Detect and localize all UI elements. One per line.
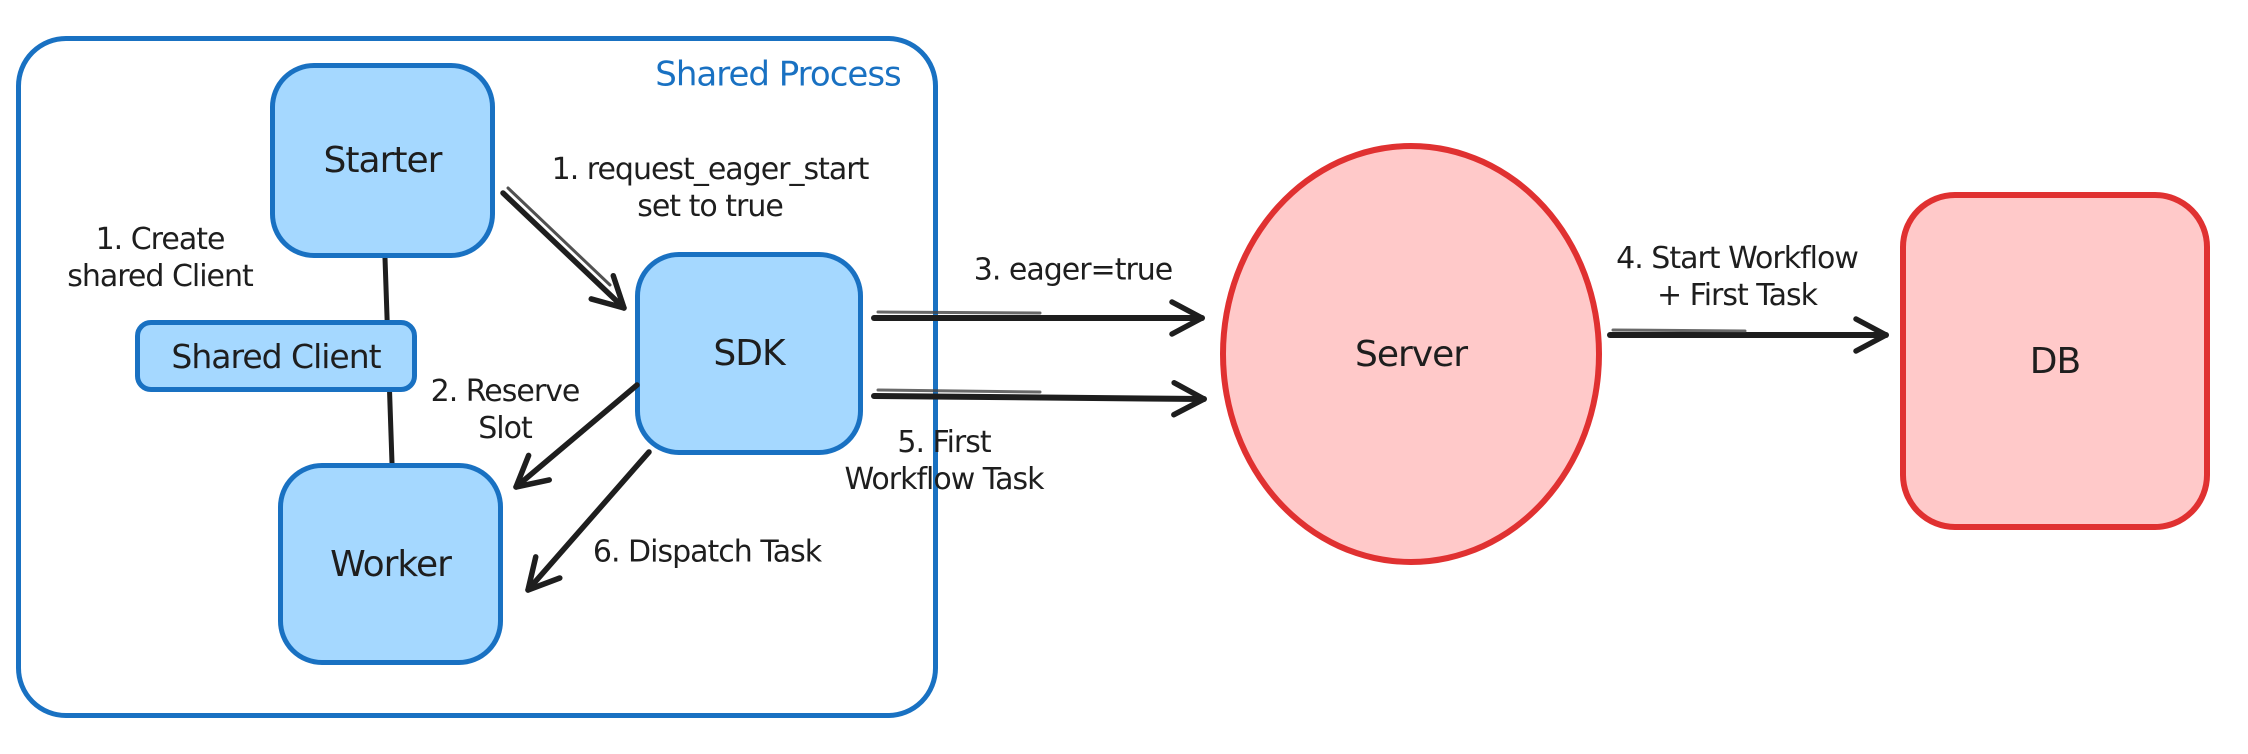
annotation-create-shared-client-line2: shared Client — [67, 259, 254, 294]
db-label: DB — [2029, 340, 2081, 382]
shared-process-label: Shared Process — [655, 54, 901, 95]
arrow-server-db-sketch-stroke — [1611, 328, 1747, 333]
annotation-create-shared-client: 1. Create shared Client — [67, 221, 254, 295]
shared-client-label: Shared Client — [171, 336, 381, 376]
annotation-first-workflow-task-line2: Workflow Task — [844, 462, 1044, 497]
sdk-node: SDK — [635, 252, 863, 455]
annotation-request-eager-start-line1: 1. request_eager_start — [551, 152, 870, 187]
annotation-eager-true: 3. eager=true — [973, 252, 1174, 288]
annotation-reserve-slot-line1: 2. Reserve — [430, 374, 581, 409]
annotation-reserve-slot-line2: Slot — [478, 411, 532, 446]
annotation-first-workflow-task-line1: 5. First — [897, 425, 991, 460]
db-node: DB — [1900, 192, 2210, 530]
annotation-reserve-slot: 2. Reserve Slot — [430, 373, 581, 447]
shared-process-container — [16, 36, 938, 718]
server-label: Server — [1354, 333, 1468, 375]
server-node: Server — [1220, 143, 1602, 565]
annotation-request-eager-start-line2: set to true — [637, 189, 784, 224]
annotation-start-workflow: 4. Start Workflow + First Task — [1616, 240, 1859, 314]
starter-node: Starter — [270, 63, 495, 258]
annotation-start-workflow-line1: 4. Start Workflow — [1616, 241, 1859, 276]
annotation-start-workflow-line2: + First Task — [1656, 278, 1818, 313]
annotation-create-shared-client-line1: 1. Create — [95, 222, 226, 257]
annotation-first-workflow-task: 5. First Workflow Task — [844, 424, 1044, 498]
sdk-label: SDK — [713, 333, 785, 374]
annotation-dispatch-task: 6. Dispatch Task — [592, 534, 822, 570]
annotation-request-eager-start: 1. request_eager_start set to true — [551, 151, 870, 225]
shared-client-node: Shared Client — [135, 320, 417, 392]
starter-label: Starter — [323, 140, 443, 181]
worker-label: Worker — [330, 543, 452, 585]
worker-node: Worker — [278, 463, 503, 665]
